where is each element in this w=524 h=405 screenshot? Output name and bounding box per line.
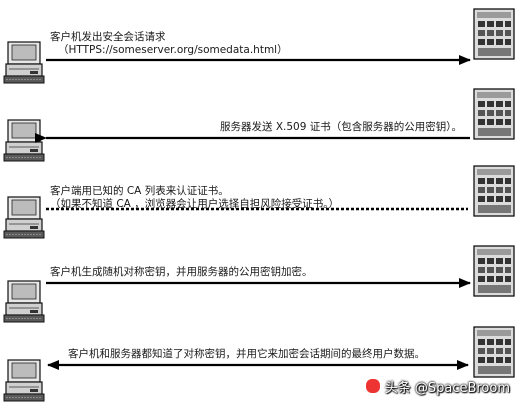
client-computer-icon <box>3 119 45 162</box>
step4-label: 客户机生成随机对称密钥，并用服务器的公用密钥加密。 <box>50 266 313 278</box>
server-icon <box>473 88 515 140</box>
watermark-logo-icon <box>364 378 381 394</box>
step1-url: （HTTPS://someserver.org/somedata.html） <box>58 44 288 56</box>
step1-label: 客户机发出安全会话请求 <box>50 31 166 43</box>
server-icon <box>473 326 515 378</box>
step3-label: 客户端用已知的 CA 列表来认证证书。 <box>50 185 229 197</box>
client-computer-icon <box>3 41 45 84</box>
client-computer-icon <box>3 196 45 239</box>
watermark: 头条 @SpaceBroom <box>364 377 510 396</box>
server-icon <box>473 165 515 217</box>
watermark-text: 头条 @SpaceBroom <box>384 381 510 396</box>
server-icon <box>473 245 515 297</box>
server-icon <box>473 8 515 60</box>
client-computer-icon <box>3 280 45 323</box>
step3-note: （如果不知道 CA ，浏览器会让用户选择自担风险接受证书。） <box>50 198 339 210</box>
step5-label: 客户机和服务器都知道了对称密钥，并用它来加密会话期间的最终用户数据。 <box>68 348 425 360</box>
client-computer-icon <box>3 359 45 402</box>
step2-label: 服务器发送 X.509 证书（包含服务器的公用密钥）。 <box>220 121 462 133</box>
